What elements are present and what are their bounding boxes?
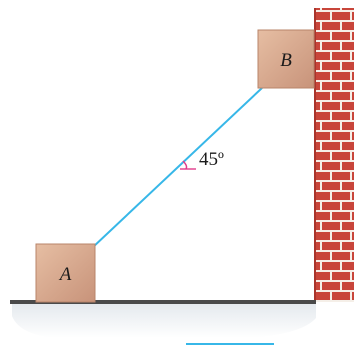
ground-line <box>10 300 316 304</box>
block-b-label: B <box>280 50 292 71</box>
ground <box>10 300 316 338</box>
angle-label: 45º <box>199 149 224 170</box>
block-a-label: A <box>58 264 72 285</box>
brick-wall <box>314 8 354 302</box>
rope <box>91 87 263 249</box>
block-a: A <box>35 243 96 303</box>
angle-marker <box>180 160 196 170</box>
block-b: B <box>257 29 315 89</box>
